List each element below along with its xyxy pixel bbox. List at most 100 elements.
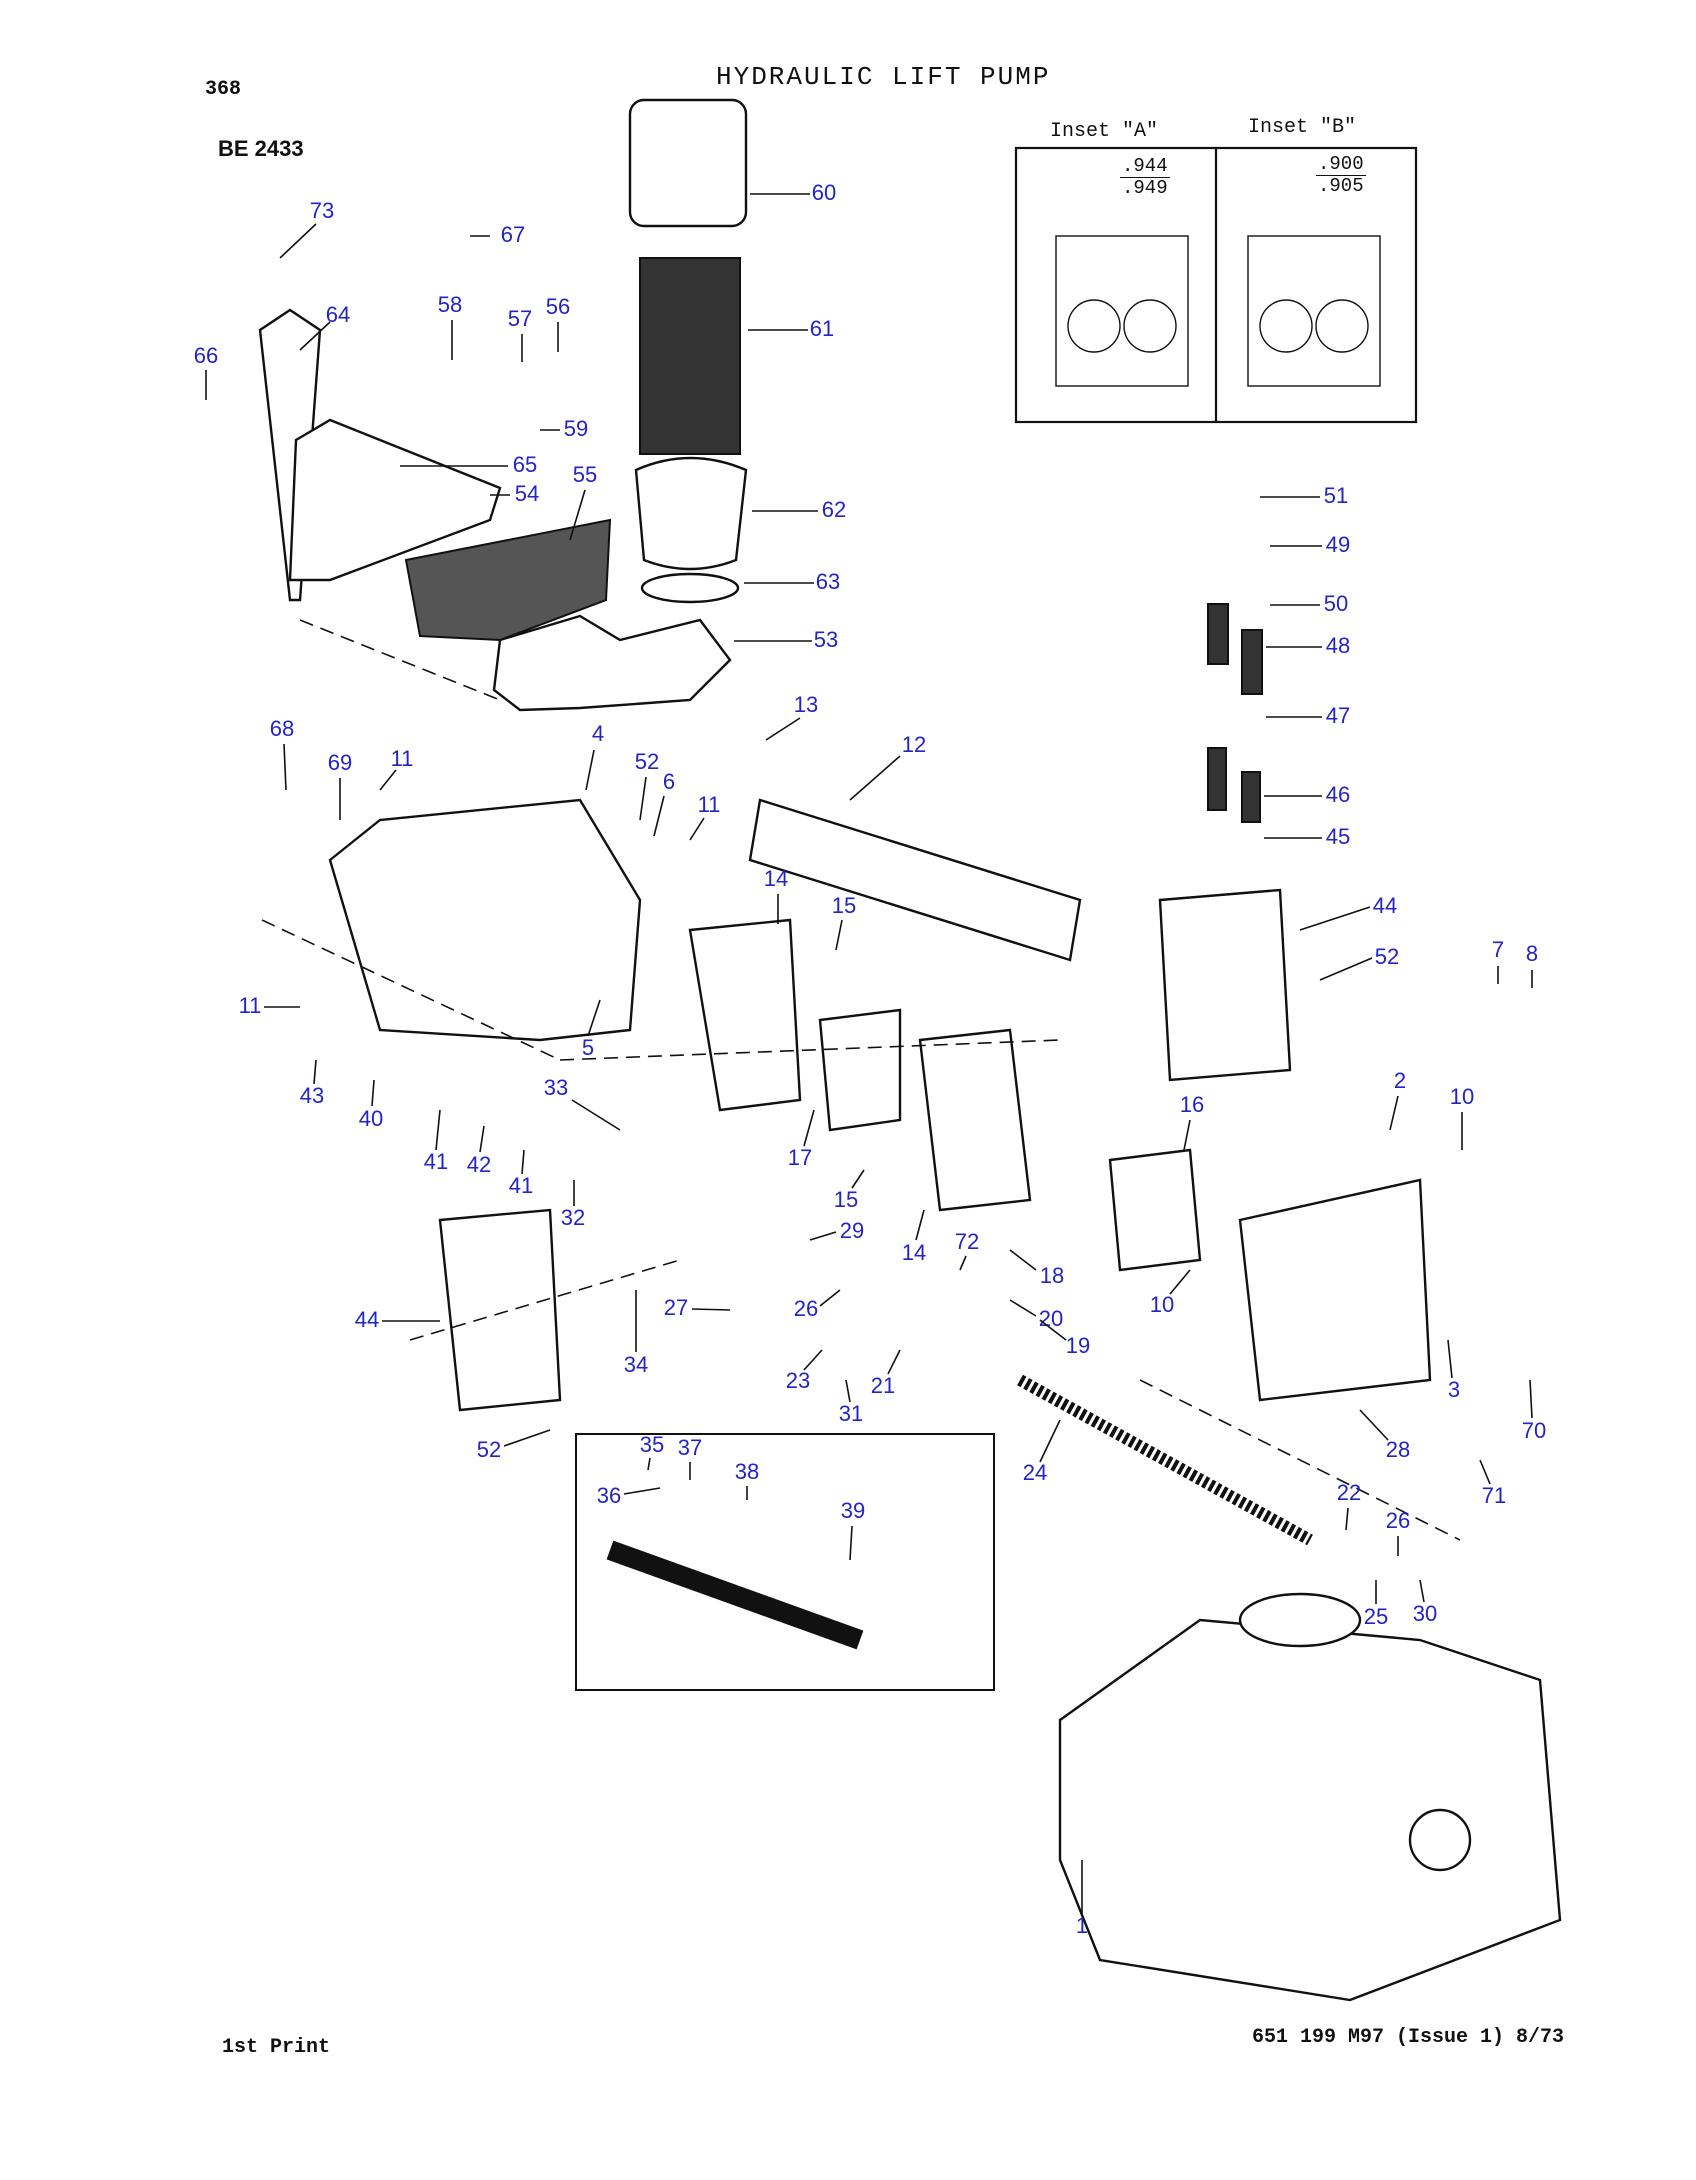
callout-11a: 11: [391, 746, 414, 771]
callout-14a: 14: [764, 866, 788, 891]
callout-18: 18: [1040, 1263, 1064, 1288]
callout-58: 58: [438, 292, 462, 317]
callout-37: 37: [678, 1435, 702, 1460]
callout-leader-26a: [819, 1289, 841, 1307]
callout-10b: 10: [1150, 1292, 1174, 1317]
callout-69: 69: [328, 750, 352, 775]
alignment-lines: [261, 619, 1461, 1541]
callout-25: 25: [1364, 1604, 1388, 1629]
callout-34: 34: [624, 1352, 648, 1377]
inset-b-dim-top: .900: [1316, 153, 1366, 176]
callout-leader-14b: [915, 1209, 925, 1241]
callout-44b: 44: [355, 1307, 379, 1332]
callout-5: 5: [582, 1035, 594, 1060]
page-number: 368: [205, 78, 242, 101]
reference-code: BE 2433: [218, 136, 304, 161]
callout-27: 27: [664, 1295, 688, 1320]
callout-40: 40: [359, 1106, 383, 1131]
callout-leader-72: [959, 1255, 967, 1271]
callout-leader-40: [371, 1079, 375, 1107]
callout-leader-36: [623, 1487, 661, 1495]
callout-leader-24: [1039, 1419, 1061, 1463]
callout-22: 22: [1337, 1480, 1361, 1505]
callout-leader-19: [1039, 1319, 1067, 1341]
callout-72: 72: [955, 1229, 979, 1254]
callout-leader-21: [887, 1349, 901, 1375]
callout-leader-22: [1345, 1507, 1349, 1531]
callout-leader-20: [1009, 1299, 1037, 1317]
inset-a-dim-bottom: .949: [1122, 177, 1168, 199]
callout-leader-71: [1479, 1459, 1491, 1485]
callout-71: 71: [1482, 1483, 1506, 1508]
callout-44a: 44: [1373, 893, 1397, 918]
plate-and-gasket: [258, 308, 612, 642]
callout-13: 13: [794, 692, 818, 717]
callout-54: 54: [515, 481, 539, 506]
callout-leader-44a: [1299, 906, 1371, 931]
callout-73: 73: [310, 198, 334, 223]
callout-leader-64: [299, 321, 331, 351]
inset-b-dim-bottom: .905: [1318, 175, 1364, 197]
print-note: 1st Print: [222, 2036, 331, 2059]
callout-32: 32: [561, 1205, 585, 1230]
inset-b-dimension: .900 .905: [1316, 154, 1366, 197]
callout-10a: 10: [1450, 1084, 1474, 1109]
callout-2: 2: [1394, 1068, 1406, 1093]
valve-stack: [1158, 603, 1292, 1082]
inset-b-label: Inset "B": [1248, 116, 1357, 139]
callout-33: 33: [544, 1075, 568, 1100]
callout-65: 65: [513, 452, 537, 477]
callout-19: 19: [1066, 1333, 1090, 1358]
control-valve-shape: [606, 1540, 864, 1650]
callout-12: 12: [902, 732, 926, 757]
callout-56: 56: [546, 294, 570, 319]
inset-a-dim-top: .944: [1120, 155, 1170, 178]
callout-59: 59: [564, 416, 588, 441]
assembled-pump: [1058, 1592, 1562, 2002]
callout-24: 24: [1023, 1460, 1047, 1485]
callout-26a: 26: [794, 1296, 818, 1321]
callout-47: 47: [1326, 703, 1350, 728]
callout-leader-31: [845, 1379, 851, 1403]
callout-leader-55: [569, 489, 586, 541]
callout-leader-41b: [521, 1149, 525, 1175]
callout-leader-15a: [835, 919, 843, 951]
page-title: HYDRAULIC LIFT PUMP: [716, 62, 1051, 92]
callout-41b: 41: [509, 1173, 533, 1198]
callout-11c: 11: [239, 993, 262, 1018]
callout-36: 36: [597, 1483, 621, 1508]
spring-24-shape: [1017, 1374, 1313, 1546]
callout-63: 63: [816, 569, 840, 594]
callout-60: 60: [812, 180, 836, 205]
callout-leader-4: [585, 749, 595, 791]
callout-17: 17: [788, 1145, 812, 1170]
callout-67: 67: [501, 222, 525, 247]
callout-leader-73: [279, 223, 317, 259]
callout-50: 50: [1324, 591, 1348, 616]
callout-leader-16: [1183, 1119, 1191, 1151]
callout-leader-42: [479, 1125, 485, 1153]
callout-leader-12: [849, 755, 901, 801]
callout-leader-23: [803, 1349, 823, 1371]
callout-48: 48: [1326, 633, 1350, 658]
callout-68: 68: [270, 716, 294, 741]
callout-26b: 26: [1386, 1508, 1410, 1533]
inset-frames: [1014, 146, 1418, 424]
callout-6: 6: [663, 769, 675, 794]
callout-leader-10b: [1169, 1269, 1191, 1295]
callout-leader-5: [587, 999, 601, 1037]
callout-46: 46: [1326, 782, 1350, 807]
pump-body-parts: [328, 798, 1432, 1412]
callout-14b: 14: [902, 1240, 926, 1265]
callout-41a: 41: [424, 1149, 448, 1174]
callout-leader-52a: [1319, 957, 1373, 981]
callout-43: 43: [300, 1083, 324, 1108]
callout-31: 31: [839, 1401, 863, 1426]
callout-leader-52c: [503, 1429, 551, 1447]
callout-leader-11b: [689, 817, 705, 841]
callout-52a: 52: [1375, 944, 1399, 969]
inset-a-dimension: .944 .949: [1120, 156, 1170, 199]
callout-45: 45: [1326, 824, 1350, 849]
